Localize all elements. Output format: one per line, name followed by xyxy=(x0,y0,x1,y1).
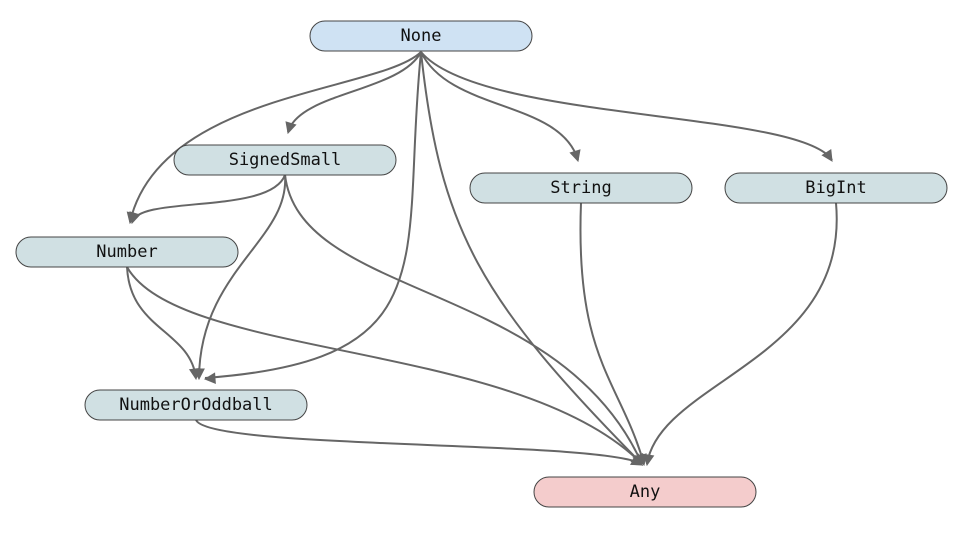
edge-string-to-any xyxy=(579,202,645,465)
arrowhead-bigint-to-any xyxy=(642,453,655,467)
node-bigint: BigInt xyxy=(724,172,948,204)
edges-layer xyxy=(126,51,838,467)
arrowhead-numberoroddball-to-any xyxy=(630,454,643,466)
arrowhead-signedsmall-to-number xyxy=(129,211,141,225)
node-none: None xyxy=(309,20,533,52)
node-signedsmall: SignedSmall xyxy=(173,144,397,176)
node-number: Number xyxy=(15,236,239,268)
edge-none-to-signedsmall xyxy=(287,51,422,133)
arrowhead-none-to-string xyxy=(569,149,581,163)
node-shape-numberoroddball xyxy=(84,389,308,421)
edge-none-to-any xyxy=(420,51,643,465)
edge-number-to-numberoroddball xyxy=(126,266,197,379)
node-shape-string xyxy=(469,172,693,204)
arrowhead-number-to-numberoroddball xyxy=(188,367,201,381)
node-string: String xyxy=(469,172,693,204)
node-label-none: None xyxy=(401,26,442,46)
node-numberoroddball: NumberOrOddball xyxy=(84,389,308,421)
edge-signedsmall-to-numberoroddball xyxy=(198,174,287,379)
node-label-signedsmall: SignedSmall xyxy=(229,150,342,170)
edge-none-to-string xyxy=(420,51,579,161)
edge-bigint-to-any xyxy=(646,202,838,465)
edge-none-to-bigint xyxy=(420,51,833,161)
node-label-number: Number xyxy=(96,242,157,262)
arrowhead-none-to-numberoroddball xyxy=(203,372,216,385)
node-shape-none xyxy=(309,20,533,52)
node-label-numberoroddball: NumberOrOddball xyxy=(119,395,273,415)
edge-none-to-numberoroddball xyxy=(204,51,422,379)
node-shape-any xyxy=(533,476,757,508)
edge-numberoroddball-to-any xyxy=(195,419,643,465)
edge-signedsmall-to-number xyxy=(131,174,286,223)
arrowhead-none-to-signedsmall xyxy=(285,121,297,135)
node-shape-number xyxy=(15,236,239,268)
edge-none-to-number xyxy=(129,51,422,223)
edge-signedsmall-to-any xyxy=(284,174,643,465)
arrowhead-none-to-bigint xyxy=(821,149,833,162)
node-label-any: Any xyxy=(630,482,661,502)
node-label-string: String xyxy=(550,178,611,198)
node-shape-bigint xyxy=(724,172,948,204)
node-any: Any xyxy=(533,476,757,508)
node-shape-signedsmall xyxy=(173,144,397,176)
node-label-bigint: BigInt xyxy=(805,178,866,198)
edge-number-to-any xyxy=(126,266,643,465)
